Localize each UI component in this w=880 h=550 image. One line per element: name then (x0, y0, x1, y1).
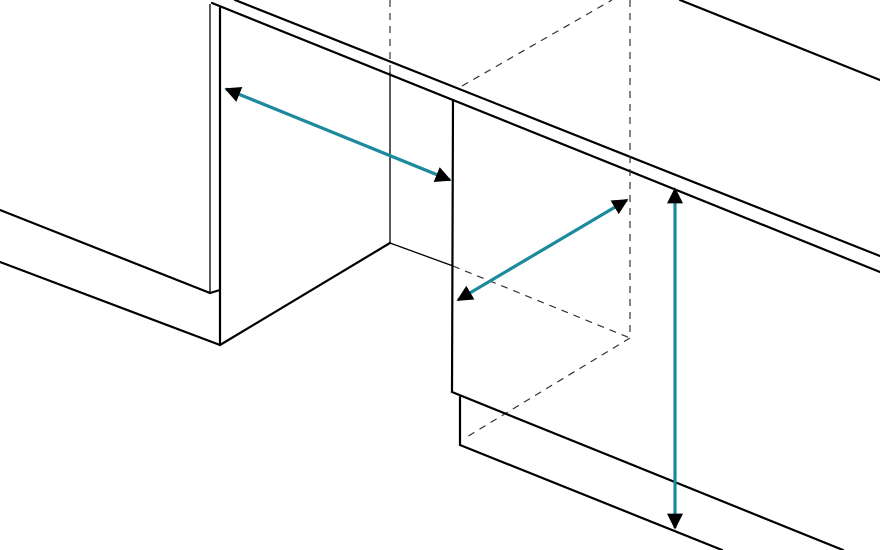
left-cabinet (0, 4, 222, 347)
dimension-arrows (224, 87, 683, 530)
countertop (210, 0, 880, 274)
niche-walls (218, 0, 631, 439)
niche-width-arrow (224, 87, 452, 182)
niche-depth-arrow (456, 198, 629, 302)
right-cabinet (450, 98, 845, 550)
